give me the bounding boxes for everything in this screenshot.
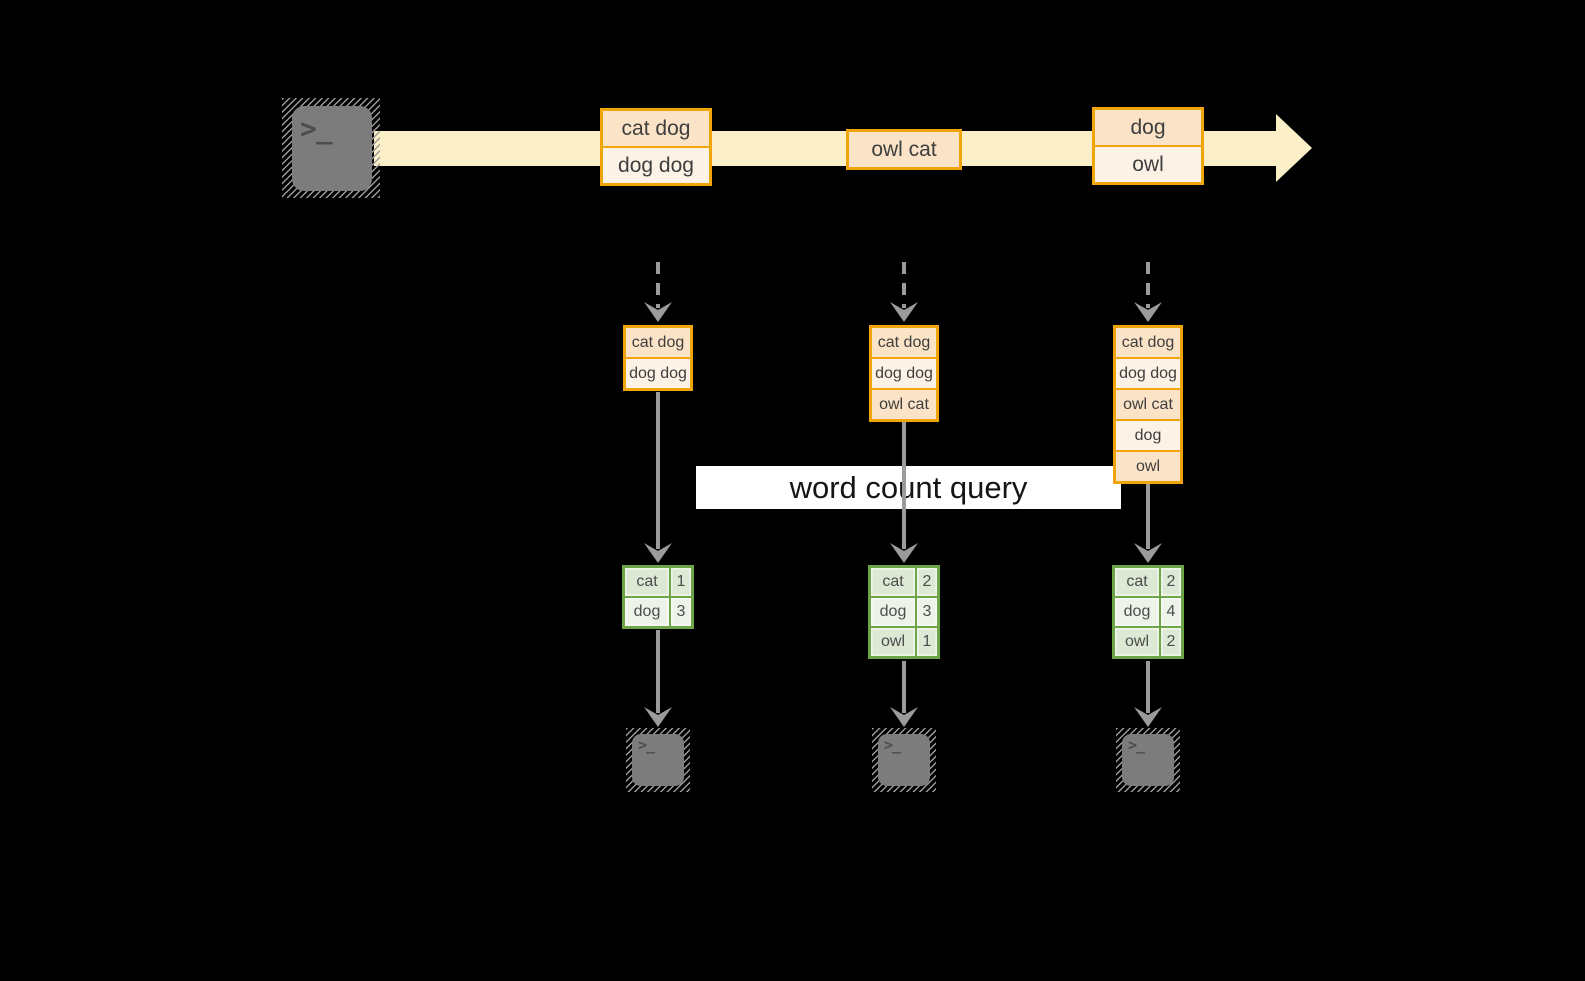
message-line: cat dog [603, 111, 709, 146]
state-buffer-2: cat dog dog dog owl cat [869, 325, 939, 422]
output-arrow-2 [890, 661, 918, 727]
ingest-arrow-2 [890, 262, 918, 322]
state-line: cat dog [626, 328, 690, 357]
count-table-2: cat 2 dog 3 owl 1 [868, 565, 940, 659]
arrowhead-icon [644, 707, 672, 727]
query-label: word count query [696, 466, 1121, 509]
state-buffer-3: cat dog dog dog owl cat dog owl [1113, 325, 1183, 484]
arrowhead-icon [890, 302, 918, 322]
state-line: owl [1116, 452, 1180, 481]
sink-terminal-icon-2: >_ [872, 728, 936, 792]
terminal-screen [878, 734, 930, 786]
state-buffer-1: cat dog dog dog [623, 325, 693, 391]
arrowhead-icon [1134, 707, 1162, 727]
query-arrow-2 [890, 422, 918, 563]
stream-message-2: owl cat [846, 129, 962, 170]
count-word: owl [871, 628, 915, 656]
state-line: owl cat [1116, 390, 1180, 419]
arrowhead-icon [644, 543, 672, 563]
output-arrow-3 [1134, 661, 1162, 727]
query-arrow-3 [1134, 484, 1162, 563]
message-line: dog dog [603, 148, 709, 183]
state-line: cat dog [1116, 328, 1180, 357]
source-terminal-icon: >_ [282, 98, 380, 198]
terminal-prompt: >_ [884, 736, 901, 754]
count-value: 2 [917, 568, 937, 596]
message-line: dog [1095, 110, 1201, 145]
arrowhead-icon [890, 543, 918, 563]
stream-arrow-head-icon [1276, 114, 1312, 182]
terminal-prompt: >_ [300, 112, 333, 145]
count-word: cat [1115, 568, 1159, 596]
count-value: 2 [1161, 628, 1181, 656]
state-line: dog dog [1116, 359, 1180, 388]
terminal-prompt: >_ [1128, 736, 1145, 754]
terminal-screen [292, 106, 372, 191]
arrowhead-icon [1134, 543, 1162, 563]
output-arrow-1 [644, 630, 672, 727]
state-line: owl cat [872, 390, 936, 419]
message-line: owl cat [849, 132, 959, 167]
count-word: dog [1115, 598, 1159, 626]
stream-message-1: cat dog dog dog [600, 108, 712, 186]
message-line: owl [1095, 147, 1201, 182]
count-value: 1 [917, 628, 937, 656]
count-value: 2 [1161, 568, 1181, 596]
state-line: dog [1116, 421, 1180, 450]
arrowhead-icon [1134, 302, 1162, 322]
stream-message-3: dog owl [1092, 107, 1204, 185]
ingest-arrow-3 [1134, 262, 1162, 322]
state-line: cat dog [872, 328, 936, 357]
count-value: 1 [671, 568, 691, 596]
terminal-screen [632, 734, 684, 786]
terminal-screen [1122, 734, 1174, 786]
count-table-3: cat 2 dog 4 owl 2 [1112, 565, 1184, 659]
sink-terminal-icon-1: >_ [626, 728, 690, 792]
count-word: owl [1115, 628, 1159, 656]
count-word: cat [625, 568, 669, 596]
count-table-1: cat 1 dog 3 [622, 565, 694, 629]
sink-terminal-icon-3: >_ [1116, 728, 1180, 792]
terminal-prompt: >_ [638, 736, 655, 754]
state-line: dog dog [626, 359, 690, 388]
count-word: cat [871, 568, 915, 596]
count-value: 3 [917, 598, 937, 626]
query-arrow-1 [644, 392, 672, 563]
count-word: dog [871, 598, 915, 626]
count-value: 4 [1161, 598, 1181, 626]
ingest-arrow-1 [644, 262, 672, 322]
count-value: 3 [671, 598, 691, 626]
count-word: dog [625, 598, 669, 626]
arrowhead-icon [890, 707, 918, 727]
state-line: dog dog [872, 359, 936, 388]
arrowhead-icon [644, 302, 672, 322]
